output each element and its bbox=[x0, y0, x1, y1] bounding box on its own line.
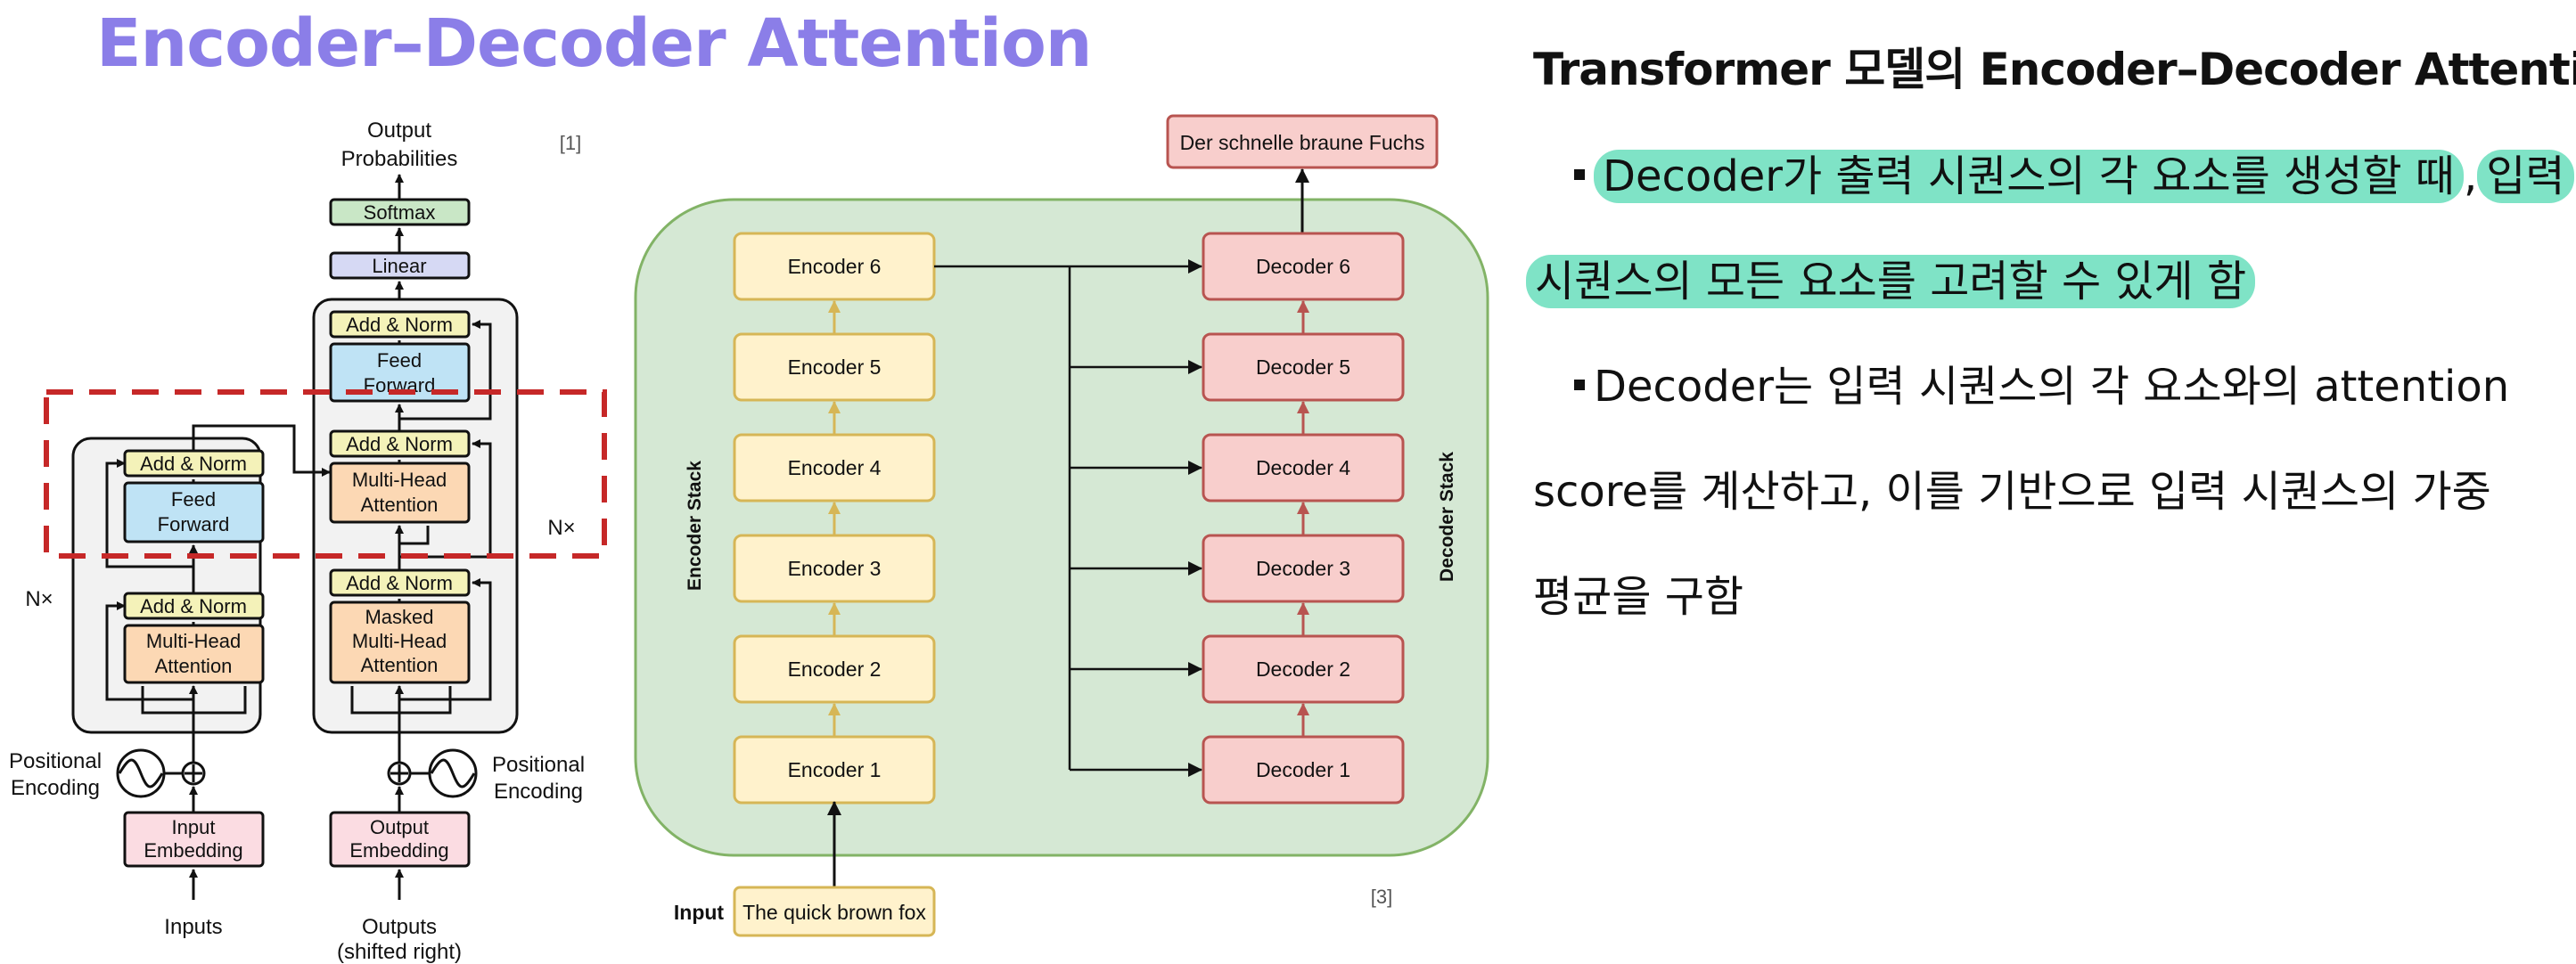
dec-masked-label-2: Multi-Head bbox=[352, 630, 447, 652]
highlight-3: 시퀀스의 모든 요소를 고려할 수 있게 함 bbox=[1526, 255, 2256, 308]
outputs-label-2: (shifted right) bbox=[337, 940, 462, 964]
transformer-diagram: Output Probabilities [1] Softmax Linear … bbox=[9, 118, 607, 964]
bullet-2-line-1: Decoder는 입력 시퀀스의 각 요소와의 attention bbox=[1574, 351, 2509, 413]
dec-pos-enc-label-2: Encoding bbox=[494, 780, 583, 804]
input-embedding-box bbox=[123, 811, 265, 868]
decoder-label: Decoder 4 bbox=[1256, 456, 1350, 479]
dec-add-norm-3-label: Add & Norm bbox=[346, 314, 453, 336]
encoder-stack-label: Encoder Stack bbox=[685, 461, 705, 591]
dec-add-norm-3 bbox=[329, 310, 471, 339]
bullet-icon bbox=[1574, 169, 1585, 180]
enc-ff-label-2: Forward bbox=[158, 513, 230, 535]
ref-1: [1] bbox=[560, 132, 581, 154]
input-embedding-label-2: Embedding bbox=[144, 839, 242, 862]
decoder-label: Decoder 6 bbox=[1256, 255, 1350, 278]
softmax-label: Softmax bbox=[364, 201, 436, 224]
output-embedding-label-1: Output bbox=[370, 816, 429, 838]
output-embedding-label-2: Embedding bbox=[349, 839, 448, 862]
decoder-label: Decoder 3 bbox=[1256, 557, 1350, 580]
encoder-nx-label: N× bbox=[25, 587, 53, 611]
encoder-label: Encoder 5 bbox=[788, 355, 882, 379]
bullet-icon bbox=[1574, 380, 1585, 390]
bullet-2-line-2: score를 계산하고, 이를 기반으로 입력 시퀀스의 가중 bbox=[1533, 467, 2491, 517]
enc-pos-enc-label-1: Positional bbox=[9, 749, 102, 773]
enc-ff-label-1: Feed bbox=[171, 488, 216, 511]
outputs-label-1: Outputs bbox=[362, 915, 437, 939]
encoder-label: Encoder 4 bbox=[788, 456, 882, 479]
bullet-1-line-2: 시퀀스의 모든 요소를 고려할 수 있게 함 bbox=[1526, 246, 2256, 308]
dec-add-norm-1-label: Add & Norm bbox=[346, 572, 453, 594]
decoder-label: Decoder 2 bbox=[1256, 658, 1350, 681]
slide-title: Encoder–Decoder Attention bbox=[96, 5, 1092, 82]
dec-mha-label-2: Attention bbox=[361, 494, 439, 516]
output-probabilities-label-2: Probabilities bbox=[341, 147, 458, 171]
explanation-heading: Transformer 모델의 Encoder–Decoder Attentio… bbox=[1533, 44, 2576, 95]
dec-masked-label-3: Attention bbox=[361, 654, 439, 676]
highlight-1: Decoder가 출력 시퀀스의 각 요소를 생성할 때 bbox=[1594, 150, 2464, 203]
input-sequence-label: The quick brown fox bbox=[742, 901, 926, 924]
decoder-nx-label: N× bbox=[547, 516, 575, 540]
output-embedding-box bbox=[329, 811, 471, 868]
linear-label: Linear bbox=[372, 255, 426, 277]
dec-ff-label-1: Feed bbox=[377, 349, 422, 372]
linear-box bbox=[329, 251, 471, 280]
encoder-label: Encoder 6 bbox=[788, 255, 882, 278]
bullet-2-text-1: Decoder는 입력 시퀀스의 각 요소와의 attention bbox=[1594, 362, 2510, 412]
dec-masked-label-1: Masked bbox=[365, 606, 433, 628]
enc-add-norm-2-label: Add & Norm bbox=[140, 453, 247, 475]
decoder-column: Decoder 6 Decoder 5 Decoder 4 Decoder 3 Deco… bbox=[1202, 232, 1405, 805]
decoder-label: Decoder 1 bbox=[1256, 758, 1350, 781]
input-embedding-label-1: Input bbox=[172, 816, 216, 838]
dec-add-norm-2-label: Add & Norm bbox=[346, 433, 453, 455]
enc-mha-label-2: Attention bbox=[155, 655, 233, 677]
encoder-decoder-stack-diagram: Der schnelle braune Fuchs Encoder Stack … bbox=[634, 114, 1489, 937]
dec-pos-enc-label-1: Positional bbox=[492, 753, 585, 777]
output-probabilities-label-1: Output bbox=[367, 118, 431, 143]
highlight-2: 입력 bbox=[2477, 150, 2574, 203]
softmax-box bbox=[329, 198, 471, 226]
ref-3: [3] bbox=[1371, 886, 1392, 908]
decoder-label: Decoder 5 bbox=[1256, 355, 1350, 379]
encoder-to-decoder-links bbox=[934, 259, 1202, 777]
comma: , bbox=[2463, 151, 2478, 201]
input-label: Input bbox=[674, 901, 725, 924]
output-sequence-label: Der schnelle braune Fuchs bbox=[1180, 131, 1425, 154]
attention-highlight-box bbox=[44, 389, 607, 559]
dec-mha-label-1: Multi-Head bbox=[352, 469, 447, 491]
encoder-label: Encoder 2 bbox=[788, 658, 882, 681]
encoder-label: Encoder 3 bbox=[788, 557, 882, 580]
enc-add-norm-1-label: Add & Norm bbox=[140, 595, 247, 617]
inputs-label: Inputs bbox=[164, 915, 222, 939]
decoder-stack-label: Decoder Stack bbox=[1437, 452, 1457, 582]
output-sequence-box bbox=[1166, 114, 1439, 169]
enc-pos-enc-label-2: Encoding bbox=[11, 776, 100, 800]
encoder-label: Encoder 1 bbox=[788, 758, 882, 781]
decoder-box bbox=[1202, 232, 1405, 301]
encoder-column: Encoder 6 Encoder 5 Encoder 4 Encoder 3 Enco… bbox=[733, 232, 936, 805]
enc-mha-label-1: Multi-Head bbox=[146, 630, 241, 652]
input-sequence-box bbox=[733, 886, 936, 937]
bullet-1-line-1: Decoder가 출력 시퀀스의 각 요소를 생성할 때,입력 bbox=[1574, 141, 2574, 203]
bullet-2-line-3: 평균을 구함 bbox=[1533, 572, 1744, 622]
